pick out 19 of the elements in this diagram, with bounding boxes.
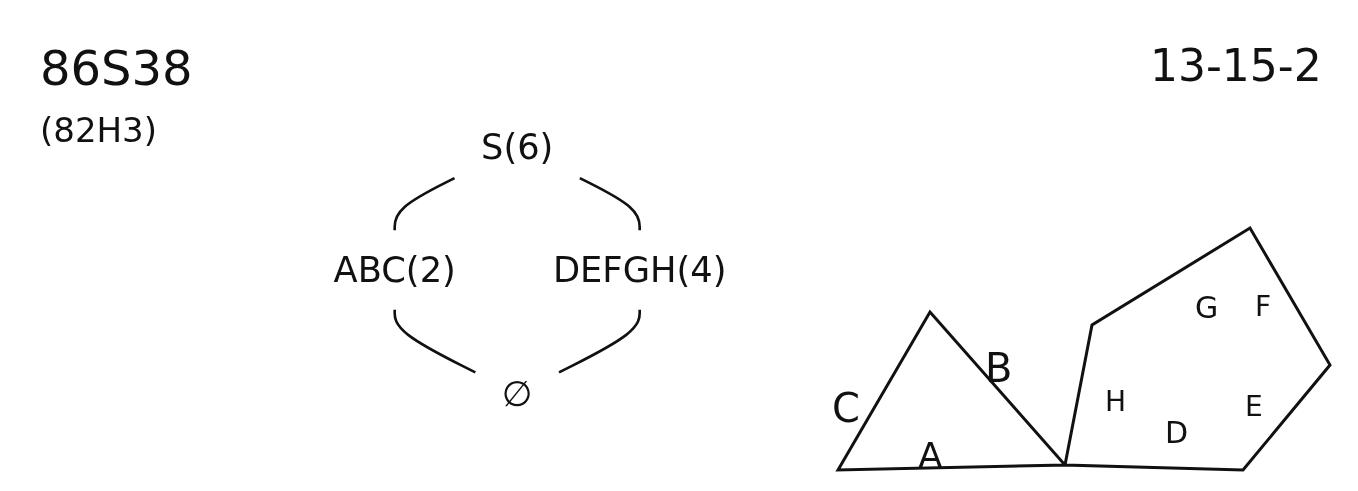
part-label: A: [918, 435, 943, 476]
node-text: ∅: [501, 373, 533, 414]
part-label: E: [1245, 390, 1263, 423]
node-text: ABC(2): [333, 249, 456, 291]
part-label: H: [1105, 385, 1127, 418]
connector: [579, 176, 641, 231]
node-text: S(6): [480, 126, 554, 167]
part-label: C: [832, 385, 860, 431]
note-text: (82H3): [40, 110, 157, 150]
connector: [393, 176, 456, 231]
part-label: F: [1255, 290, 1272, 323]
note-text: 13-15-2: [1150, 40, 1322, 91]
part-label: D: [1165, 415, 1189, 450]
node-text: DEFGH(4): [552, 249, 727, 291]
part-label: B: [985, 345, 1013, 391]
part-label: G: [1195, 290, 1219, 325]
connector: [558, 309, 641, 374]
note-text: 86S38: [40, 40, 193, 96]
connector: [393, 309, 476, 374]
